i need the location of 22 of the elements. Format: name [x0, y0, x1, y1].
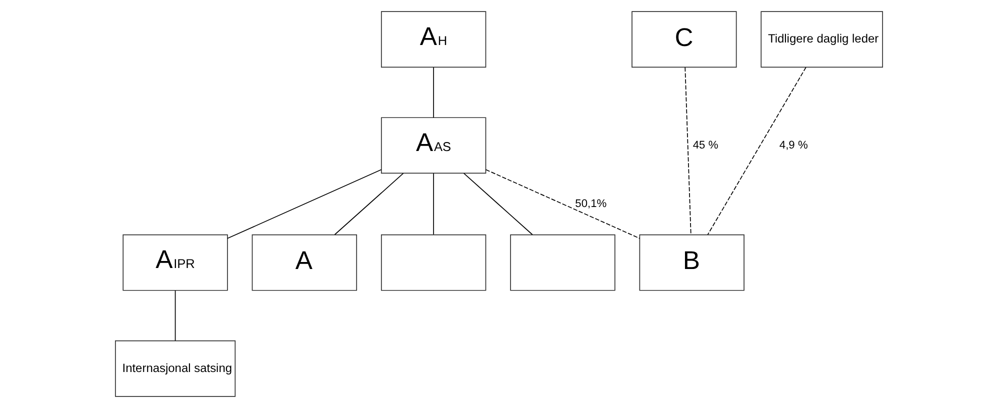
node-box: Tidligere daglig leder — [760, 11, 882, 68]
edge-label: 4,9 % — [778, 139, 808, 152]
node-box: AAS — [380, 117, 486, 174]
connector — [432, 66, 434, 118]
connector — [334, 172, 404, 236]
connector — [432, 172, 434, 235]
connector — [684, 66, 691, 236]
connector — [174, 290, 176, 342]
node-box: AH — [380, 11, 486, 68]
connector — [226, 169, 382, 239]
node-box: A — [251, 234, 357, 291]
node-box — [380, 234, 486, 291]
connector — [484, 169, 640, 239]
node-box: C — [631, 11, 736, 68]
node-box: Internasjonal satsing — [114, 340, 236, 397]
connector — [462, 172, 532, 236]
edge-label: 50,1% — [574, 198, 606, 210]
node-box — [510, 234, 615, 291]
edge-label: 45 % — [692, 139, 718, 152]
node-box: AIPR — [122, 234, 228, 291]
connector — [706, 66, 806, 236]
node-box: B — [638, 234, 744, 291]
